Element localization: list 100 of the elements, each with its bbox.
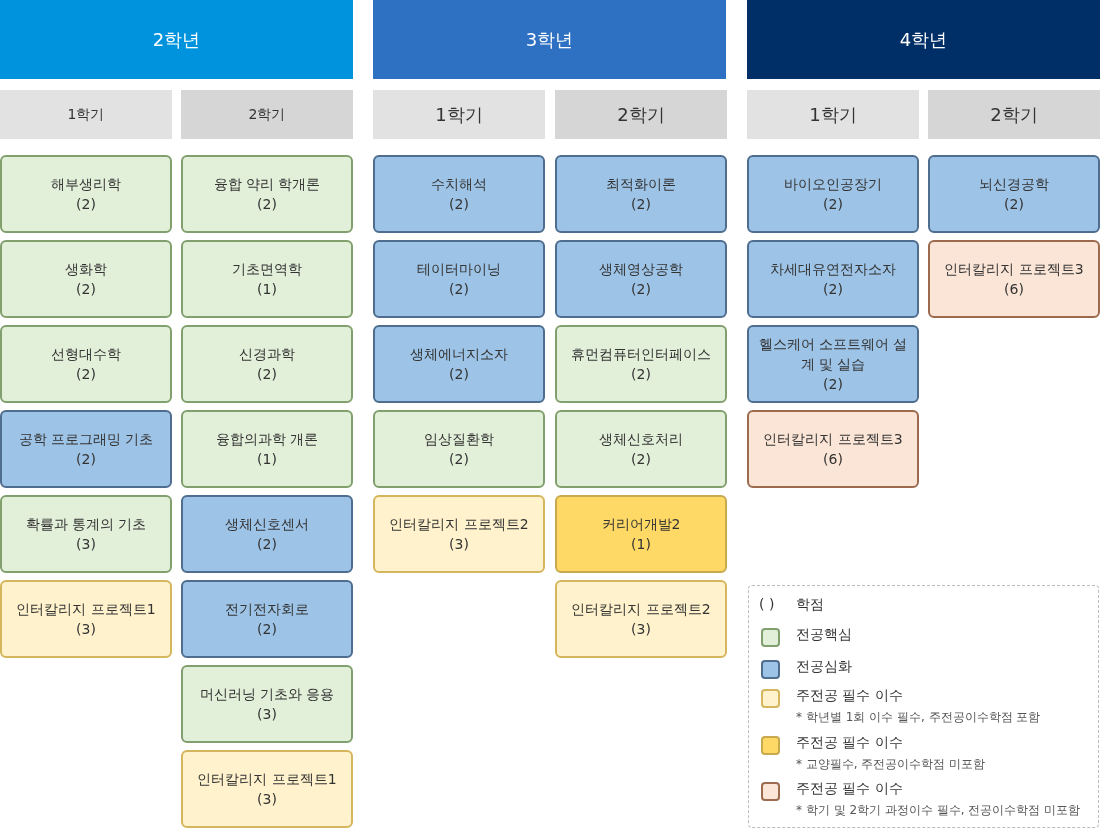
credit-text: (2)	[449, 280, 469, 299]
credit-text: (2)	[257, 195, 277, 214]
course-name: 수치해석	[431, 175, 487, 194]
credit-text: (2)	[631, 195, 651, 214]
course-box	[928, 155, 1100, 233]
course-box	[928, 240, 1100, 318]
credit-text: (2)	[76, 280, 96, 299]
credit-text: (1)	[257, 280, 277, 299]
credit-text: (2)	[449, 365, 469, 384]
course-name: 공학 프로그래밍 기초	[18, 430, 154, 449]
credit-text: (2)	[257, 535, 277, 554]
course-box	[0, 325, 172, 403]
course-box	[555, 325, 727, 403]
course-box	[747, 410, 919, 488]
course-name: 인터칼리지 프로젝트1	[197, 770, 337, 789]
course-box	[373, 240, 545, 318]
credit-text: (3)	[449, 535, 469, 554]
course-name: 기초면역학	[232, 260, 302, 279]
legend-label: 전공핵심	[796, 626, 852, 644]
course-box	[0, 495, 172, 573]
course-name: 인터칼리지 프로젝트3	[944, 260, 1084, 279]
course-name: 인터칼리지 프로젝트2	[571, 600, 711, 619]
course-box	[0, 155, 172, 233]
course-name: 생화학	[65, 260, 107, 279]
course-name: 확률과 통계의 기초	[25, 515, 147, 534]
course-name: 뇌신경공학	[979, 175, 1049, 194]
course-box	[181, 750, 353, 828]
credit-text: (2)	[449, 450, 469, 469]
course-box	[181, 410, 353, 488]
credit-text: (2)	[823, 280, 843, 299]
course-box	[555, 240, 727, 318]
course-name: 바이오인공장기	[784, 175, 882, 194]
course-box	[181, 240, 353, 318]
course-box	[747, 325, 919, 403]
credit-text: (2)	[631, 450, 651, 469]
year-header: 2학년	[0, 0, 353, 79]
course-box	[373, 155, 545, 233]
credit-text: (2)	[449, 195, 469, 214]
course-box	[555, 580, 727, 658]
course-box	[373, 325, 545, 403]
credit-text: (6)	[823, 450, 843, 469]
semester-header: 2학기	[181, 90, 353, 139]
credit-text: (2)	[257, 620, 277, 639]
course-name: 신경과학	[239, 345, 295, 364]
legend-note: * 학년별 1회 이수 필수, 주전공이수학점 포함	[796, 709, 1041, 726]
course-name: 커리어개발2	[601, 515, 681, 534]
course-name: 생체신호센서	[225, 515, 309, 534]
course-box	[181, 580, 353, 658]
credit-text: (3)	[257, 790, 277, 809]
semester-header: 1학기	[373, 90, 545, 139]
legend-label: 학점	[796, 596, 824, 614]
course-name: 임상질환학	[424, 430, 494, 449]
course-box	[181, 155, 353, 233]
credit-text: (1)	[257, 450, 277, 469]
course-name: 생체에너지소자	[410, 345, 508, 364]
year-header: 3학년	[373, 0, 726, 79]
course-box	[555, 155, 727, 233]
course-box	[555, 495, 727, 573]
course-name: 인터칼리지 프로젝트3	[763, 430, 903, 449]
course-box	[555, 410, 727, 488]
legend-label: 주전공 필수 이수	[796, 687, 903, 705]
credit-text: (3)	[76, 620, 96, 639]
course-name: 휴먼컴퓨터인터페이스	[571, 345, 711, 364]
credit-text: (3)	[257, 705, 277, 724]
course-box	[373, 410, 545, 488]
course-box	[747, 155, 919, 233]
course-box	[0, 240, 172, 318]
course-name: 인터칼리지 프로젝트1	[16, 600, 156, 619]
course-box	[181, 665, 353, 743]
legend-label: 전공심화	[796, 658, 852, 676]
course-box	[181, 325, 353, 403]
credit-text: (2)	[631, 280, 651, 299]
legend-label: 주전공 필수 이수	[796, 780, 903, 798]
semester-header: 2학기	[555, 90, 727, 139]
course-box	[747, 240, 919, 318]
credit-text: (6)	[1004, 280, 1024, 299]
credit-text: (2)	[76, 195, 96, 214]
course-name: 해부생리학	[51, 175, 121, 194]
course-name: 머신러닝 기초와 응용	[199, 685, 335, 704]
course-box	[0, 580, 172, 658]
semester-header: 2학기	[928, 90, 1100, 139]
course-box	[0, 410, 172, 488]
course-name: 생체영상공학	[599, 260, 683, 279]
course-name: 인터칼리지 프로젝트2	[389, 515, 529, 534]
course-name: 전기전자회로	[225, 600, 309, 619]
credit-symbol: ( )	[759, 596, 775, 612]
credit-text: (1)	[631, 535, 651, 554]
course-box	[181, 495, 353, 573]
credit-text: (3)	[76, 535, 96, 554]
course-box	[373, 495, 545, 573]
credit-text: (2)	[76, 450, 96, 469]
year-header: 4학년	[747, 0, 1100, 79]
course-name: 융합 약리 학개론	[213, 175, 321, 194]
credit-text: (2)	[257, 365, 277, 384]
course-name: 차세대유연전자소자	[770, 260, 896, 279]
course-name: 테이터마이닝	[417, 260, 501, 279]
credit-text: (2)	[823, 195, 843, 214]
credit-text: (3)	[631, 620, 651, 639]
credit-text: (2)	[631, 365, 651, 384]
credit-text: (2)	[76, 365, 96, 384]
